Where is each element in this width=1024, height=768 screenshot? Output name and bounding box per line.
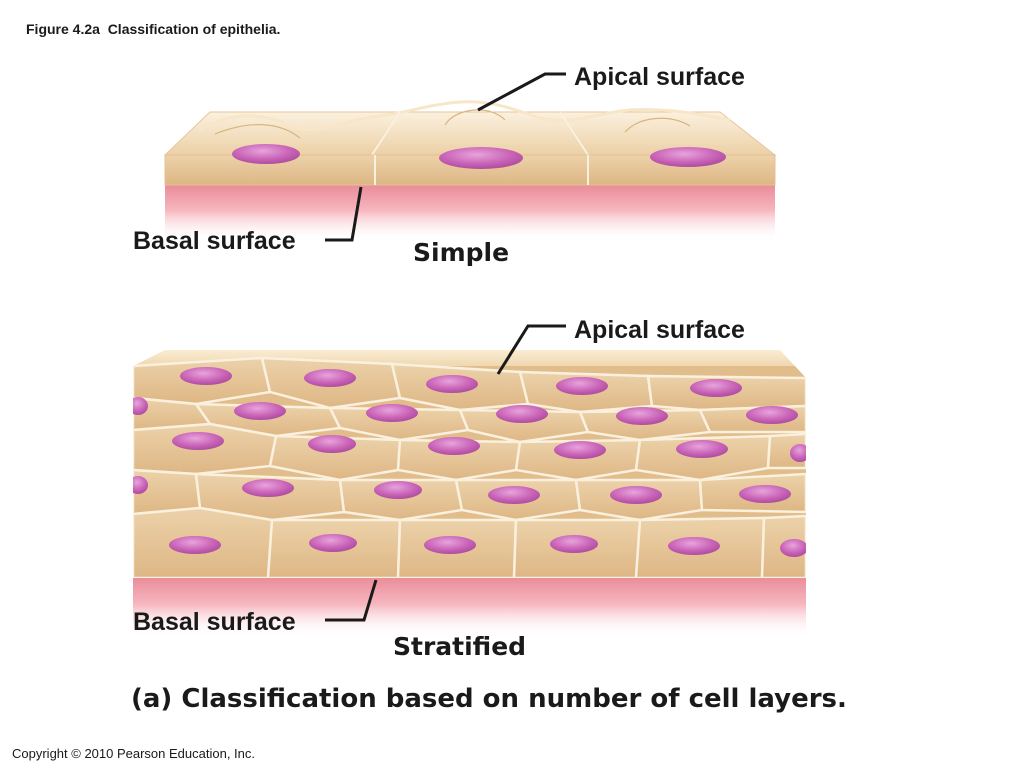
stratified-nucleus	[488, 486, 540, 504]
stratified-apical-surface-label: Apical surface	[574, 316, 745, 344]
simple-apical-leader-line	[477, 72, 566, 112]
stratified-nucleus	[690, 379, 742, 397]
figure-caption: (a) Classification based on number of ce…	[131, 684, 847, 714]
simple-basal-leader-line	[325, 186, 363, 242]
simple-nucleus	[439, 147, 523, 169]
stratified-nucleus	[616, 407, 668, 425]
stratified-apical-leader-line	[496, 324, 566, 375]
stratified-nucleus	[242, 479, 294, 497]
simple-apical-surface-label: Apical surface	[574, 63, 745, 91]
stratified-nucleus	[133, 397, 148, 415]
stratified-nucleus	[424, 536, 476, 554]
stratified-nucleus	[676, 440, 728, 458]
stratified-nucleus	[739, 485, 791, 503]
simple-basement-membrane	[165, 184, 775, 242]
simple-basal-surface-label: Basal surface	[133, 227, 296, 255]
stratified-nucleus	[746, 406, 798, 424]
stratified-nucleus	[133, 476, 148, 494]
stratified-basement-membrane	[133, 576, 806, 638]
stratified-nucleus	[309, 534, 357, 552]
stratified-nucleus	[428, 437, 480, 455]
stratified-nucleus	[496, 405, 548, 423]
simple-heading: Simple	[413, 238, 510, 267]
stratified-nucleus	[374, 481, 422, 499]
stratified-nucleus	[550, 535, 598, 553]
stratified-nucleus	[554, 441, 606, 459]
copyright-notice: Copyright © 2010 Pearson Education, Inc.	[12, 746, 256, 761]
stratified-nucleus	[790, 444, 806, 462]
stratified-nucleus	[304, 369, 356, 387]
stratified-heading: Stratified	[393, 632, 527, 661]
stratified-nucleus	[610, 486, 662, 504]
simple-nucleus	[232, 144, 300, 164]
stratified-nucleus	[308, 435, 356, 453]
stratified-nuclei	[133, 367, 806, 557]
stratified-nucleus	[668, 537, 720, 555]
figure-title: Figure 4.2a Classification of epithelia.	[26, 21, 281, 37]
simple-apical-bumps	[199, 100, 731, 132]
stratified-epithelium	[133, 350, 806, 638]
stratified-nucleus	[180, 367, 232, 385]
stratified-basal-leader-line	[325, 579, 378, 622]
stratified-basal-surface-label: Basal surface	[133, 608, 296, 636]
stratified-nucleus	[426, 375, 478, 393]
cell-row-3	[133, 422, 806, 482]
stratified-nucleus	[780, 539, 806, 557]
stratified-nucleus	[169, 536, 221, 554]
simple-epithelium	[163, 100, 777, 242]
stratified-nucleus	[234, 402, 286, 420]
stratified-nucleus	[172, 432, 224, 450]
simple-nucleus	[650, 147, 726, 167]
stratified-nucleus	[366, 404, 418, 422]
stratified-nucleus	[556, 377, 608, 395]
